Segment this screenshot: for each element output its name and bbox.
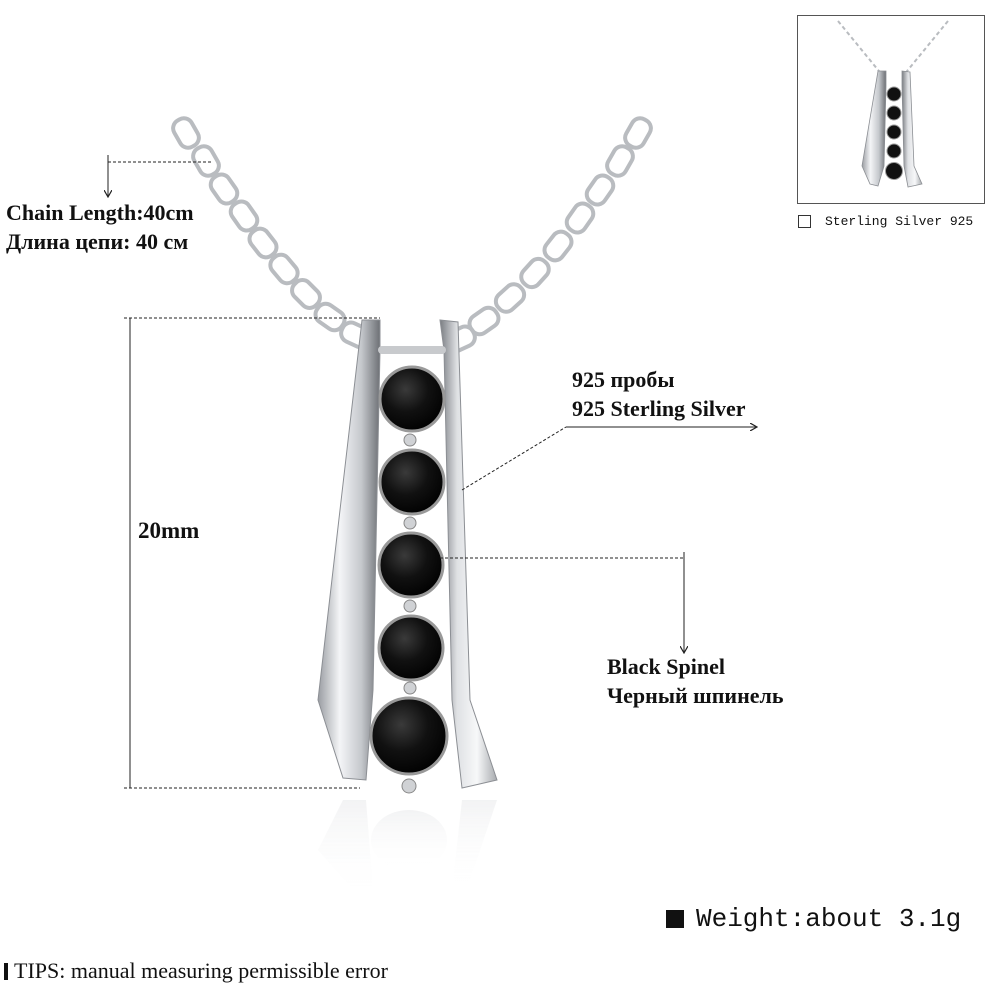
silver-pointer [461,427,756,491]
metal-ru: 925 пробы [572,367,675,392]
pendant-height-label: 20mm [138,518,200,543]
chain-left [171,116,373,350]
variant-thumbnail[interactable] [797,15,985,204]
pendant-reflection [318,800,497,900]
pendant [317,319,498,794]
height-dimension-guide [124,317,380,789]
tips-text: TIPS: manual measuring permissible error [14,958,388,983]
bar-bullet-icon [4,962,8,980]
square-bullet-icon [666,910,684,928]
thumbnail-pendant-image [837,20,949,188]
weight-text: Weight:about 3.1g [696,904,962,934]
stone-ru: Черный шпинель [607,683,784,708]
stone-label: Black Spinel Черный шпинель [607,652,784,710]
metal-en: 925 Sterling Silver [572,396,746,421]
chain-length-ru: Длина цепи: 40 см [6,229,189,254]
metal-label: 925 пробы 925 Sterling Silver [572,365,746,423]
stone-en: Black Spinel [607,654,725,679]
chain-length-guide [108,155,212,196]
black-spinel-stones [369,365,449,776]
variant-option-label: Sterling Silver 925 [825,214,974,229]
tips-info: TIPS: manual measuring permissible error [4,958,388,984]
chain-length-en: Chain Length:40cm [6,200,194,225]
checkbox-icon[interactable] [798,215,811,228]
chain-right [443,116,653,354]
variant-option[interactable]: Sterling Silver 925 [798,214,973,229]
stone-pointer [440,552,684,652]
weight-info: Weight:about 3.1g [666,904,961,934]
chain-length-label: Chain Length:40cm Длина цепи: 40 см [6,198,194,256]
